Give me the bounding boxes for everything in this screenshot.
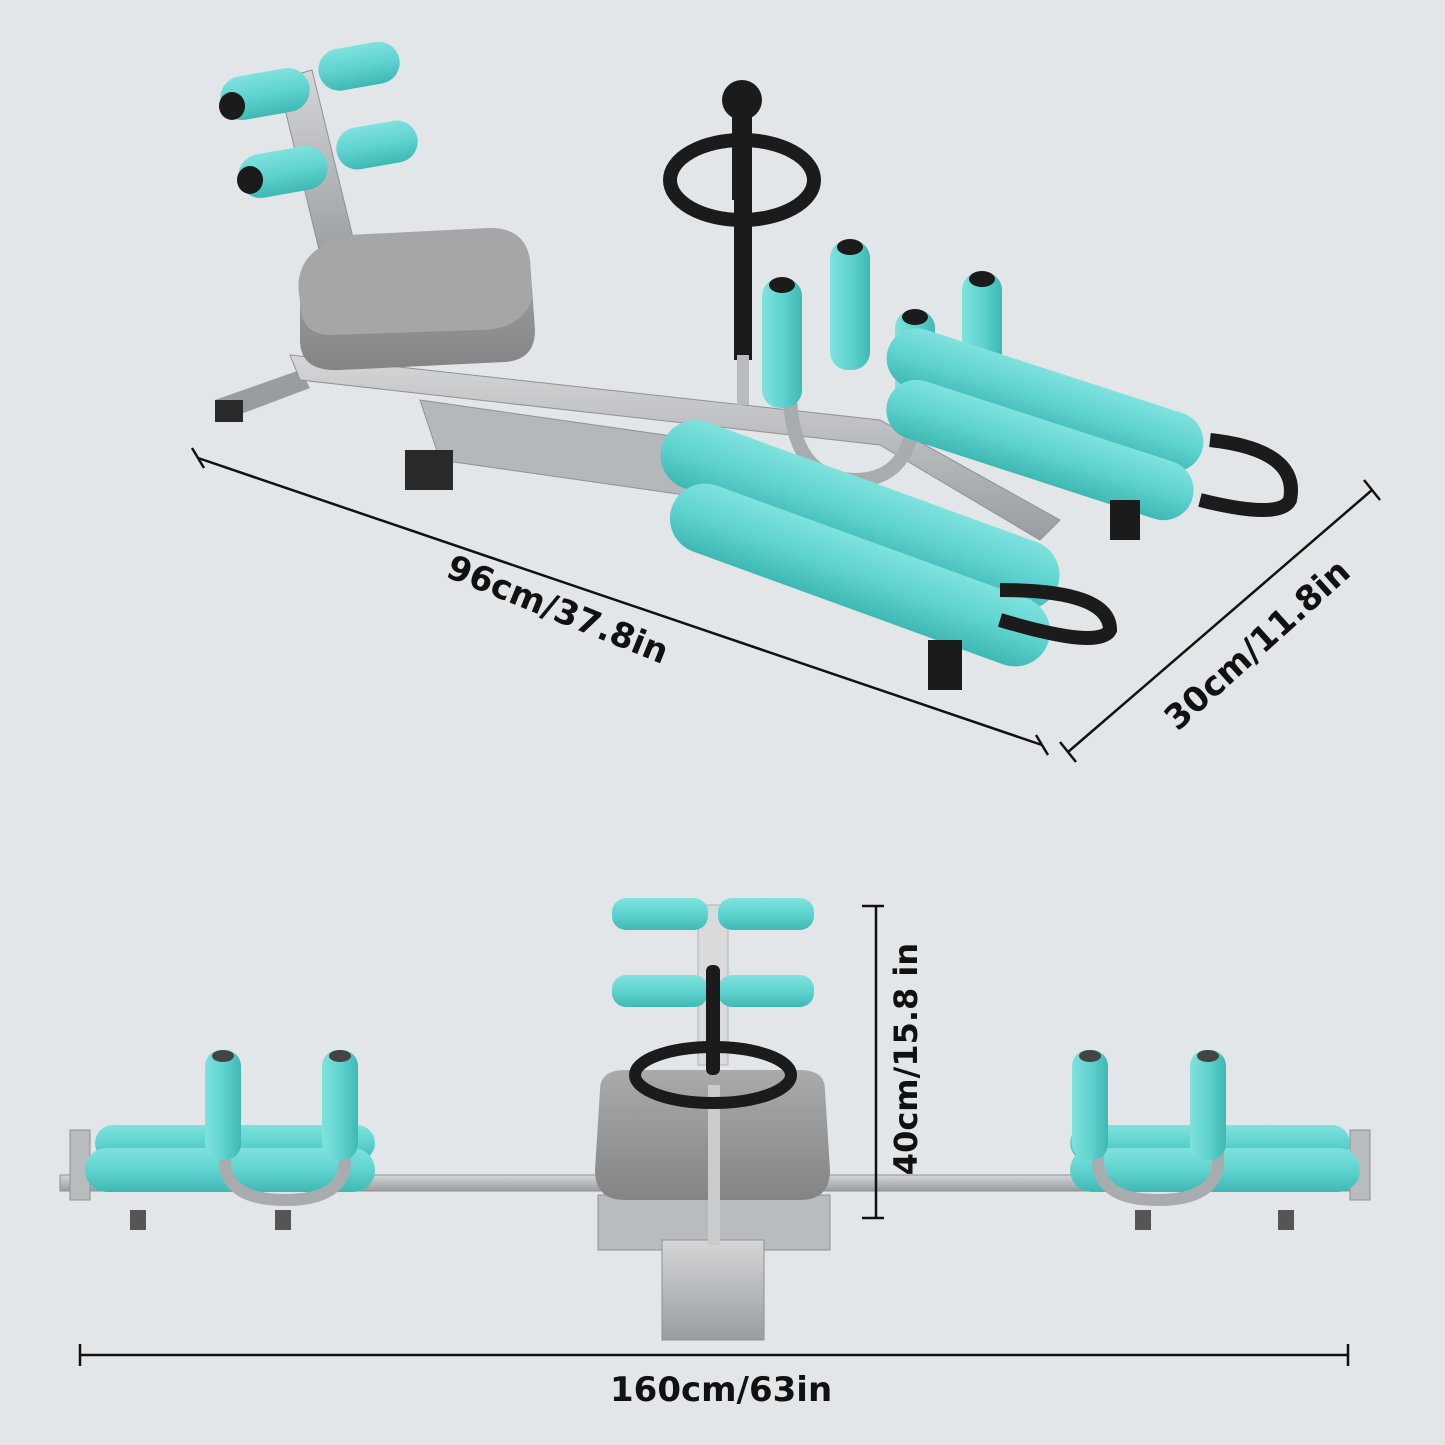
height-dimension-line [862,904,884,1220]
span-dimension-line [78,1344,1350,1366]
front-product-view [59,898,1371,1341]
height-dimension-label: 40cm/15.8 in [887,942,926,1176]
span-dimension-label: 160cm/63in [610,1370,833,1410]
width-dimension-line [1059,479,1381,763]
angled-product-view [215,41,1298,690]
length-dimension-line [190,447,1050,756]
